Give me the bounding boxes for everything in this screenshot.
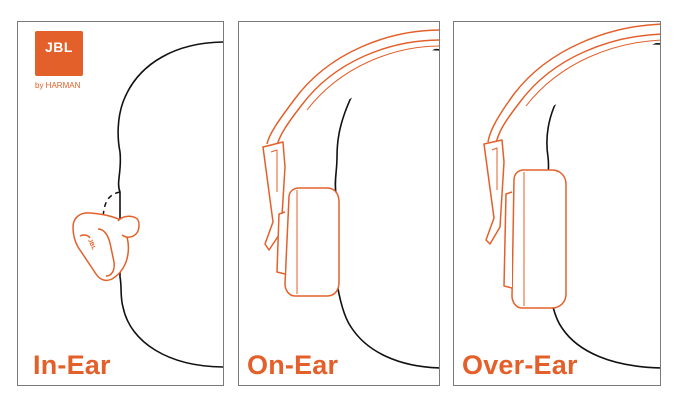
caption-in-ear: In-Ear [33,350,111,380]
earbud-icon: JBL [72,212,140,282]
logo-text: JBL [45,39,73,55]
logo-badge: JBL [35,31,83,76]
caption-on-ear: On-Ear [247,350,339,380]
panel-in-ear: JBL JBL by HARMAN In-Ear [17,21,224,386]
panel-over-ear: Over-Ear [453,21,661,386]
panel-on-ear: On-Ear [238,21,440,386]
on-ear-headphone-icon [262,29,439,297]
svg-text:JBL: JBL [86,238,96,251]
over-ear-headphone-icon [483,23,660,309]
logo-subtext: by HARMAN [35,81,81,90]
jbl-logo: JBL by HARMAN [35,31,87,103]
caption-over-ear: Over-Ear [462,350,578,380]
